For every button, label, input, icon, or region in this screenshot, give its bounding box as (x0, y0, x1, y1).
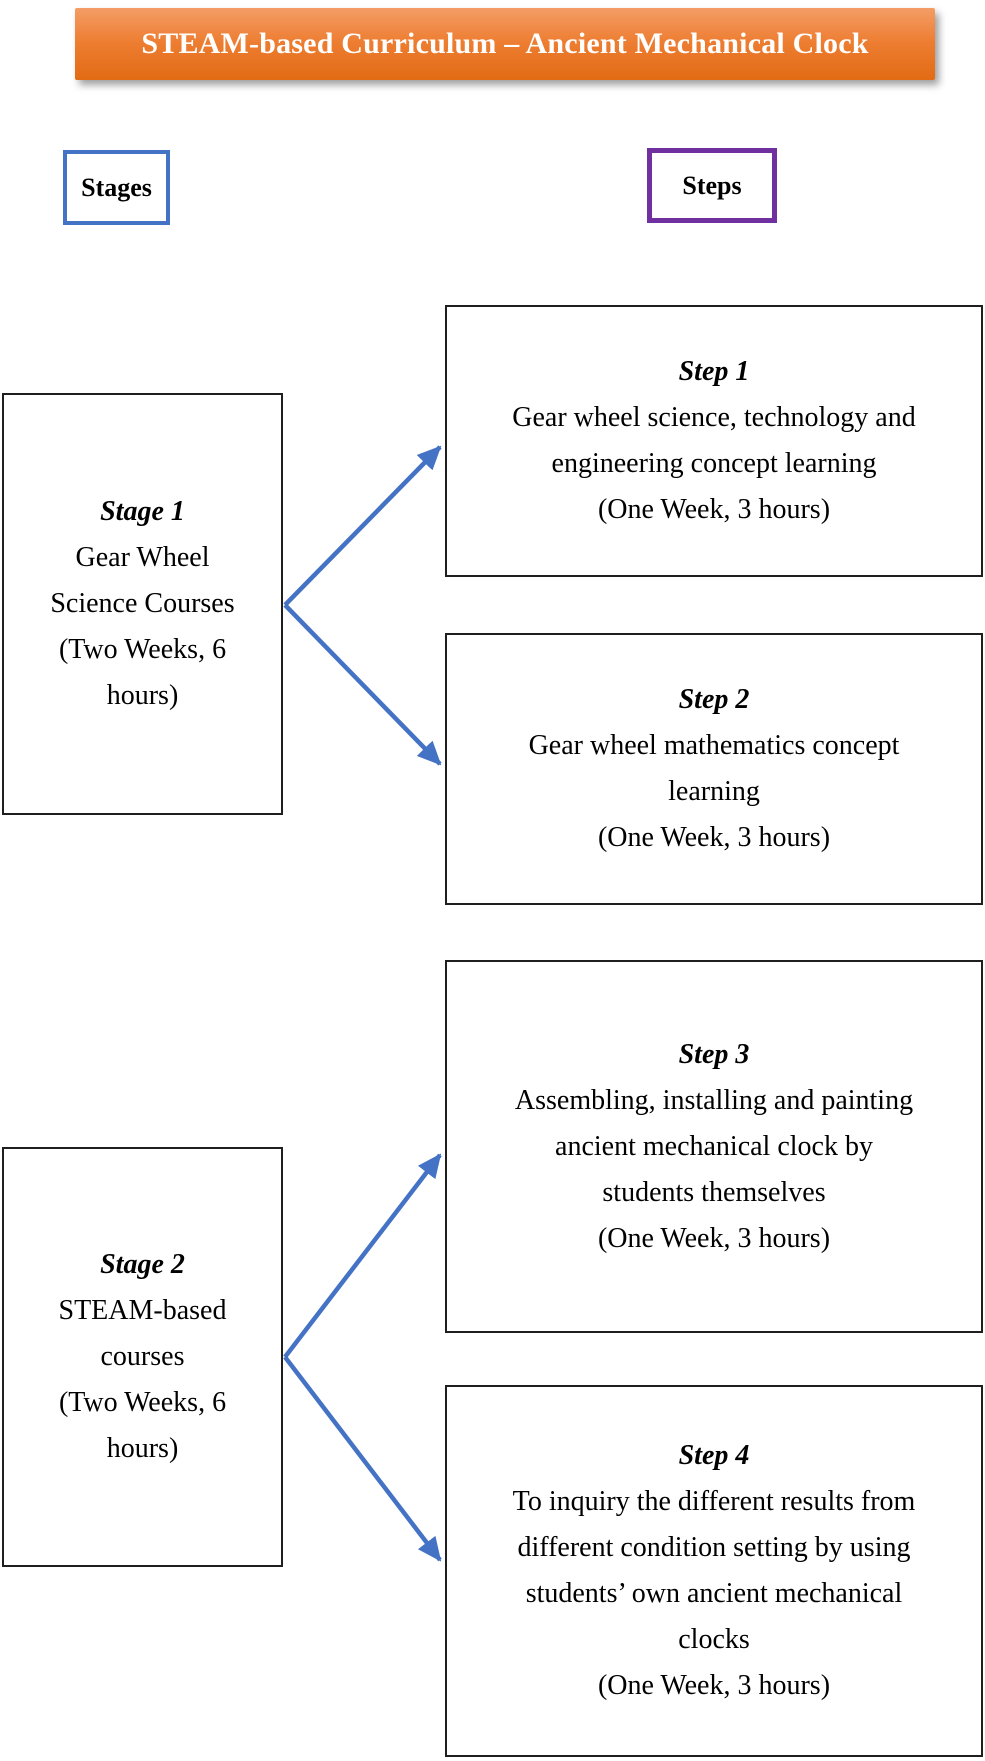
step-2-box: Step 2 Gear wheel mathematics concept le… (445, 633, 983, 905)
stage-text-line: hours) (106, 680, 179, 711)
title-banner: STEAM-based Curriculum – Ancient Mechani… (75, 8, 935, 80)
step-text-line: (One Week, 3 hours) (597, 1670, 831, 1701)
step-text-line: Gear wheel science, technology and (512, 402, 916, 433)
step-text-line: Gear wheel mathematics concept (528, 730, 900, 761)
steps-label: Steps (682, 170, 742, 200)
stage-text-line: STEAM-based (58, 1295, 227, 1326)
step-1-box: Step 1 Gear wheel science, technology an… (445, 305, 983, 577)
step-title: Step 4 (678, 1440, 750, 1471)
stages-label: Stages (81, 172, 152, 202)
step-title: Step 3 (678, 1038, 750, 1070)
step-text-line: ancient mechanical clock by (555, 1130, 873, 1162)
step-text-line: (One Week, 3 hours) (597, 494, 831, 525)
step-text-line: (One Week, 3 hours) (597, 1222, 831, 1254)
stage-text-line: courses (100, 1341, 185, 1372)
stage-text-line: (Two Weeks, 6 (58, 634, 227, 665)
stage-text-line: (Two Weeks, 6 (58, 1387, 227, 1418)
steps-label-box: Steps (647, 148, 777, 223)
stage-title: Stage 2 (100, 1249, 185, 1280)
stage-1-box: Stage 1 Gear Wheel Science Courses (Two … (2, 393, 283, 815)
step-text-line: students themselves (602, 1176, 826, 1208)
step-text-line: Assembling, installing and painting (514, 1084, 914, 1116)
step-3-box: Step 3 Assembling, installing and painti… (445, 960, 983, 1333)
step-text-line: To inquiry the different results from (512, 1486, 916, 1517)
arrow-stage1-to-step2 (283, 603, 442, 766)
step-title: Step 2 (678, 684, 750, 715)
arrow-stage2-to-step4 (283, 1355, 442, 1562)
step-text-line: engineering concept learning (551, 448, 877, 479)
page-title: STEAM-based Curriculum – Ancient Mechani… (141, 27, 869, 60)
step-text-line: (One Week, 3 hours) (597, 822, 831, 853)
stages-label-box: Stages (63, 150, 170, 225)
step-text-line: students’ own ancient mechanical (525, 1578, 903, 1609)
step-title: Step 1 (678, 356, 750, 387)
arrow-stage2-to-step3 (283, 1153, 442, 1359)
stage-text-line: Gear Wheel (75, 542, 210, 573)
step-4-box: Step 4 To inquiry the different results … (445, 1385, 983, 1757)
stage-title: Stage 1 (100, 496, 185, 527)
step-text-line: learning (668, 776, 760, 807)
stage-2-box: Stage 2 STEAM-based courses (Two Weeks, … (2, 1147, 283, 1567)
arrow-stage1-to-step1 (283, 445, 442, 607)
step-text-line: different condition setting by using (517, 1532, 911, 1563)
stage-text-line: Science Courses (50, 588, 235, 619)
step-text-line: clocks (678, 1624, 750, 1655)
stage-text-line: hours) (106, 1433, 179, 1464)
